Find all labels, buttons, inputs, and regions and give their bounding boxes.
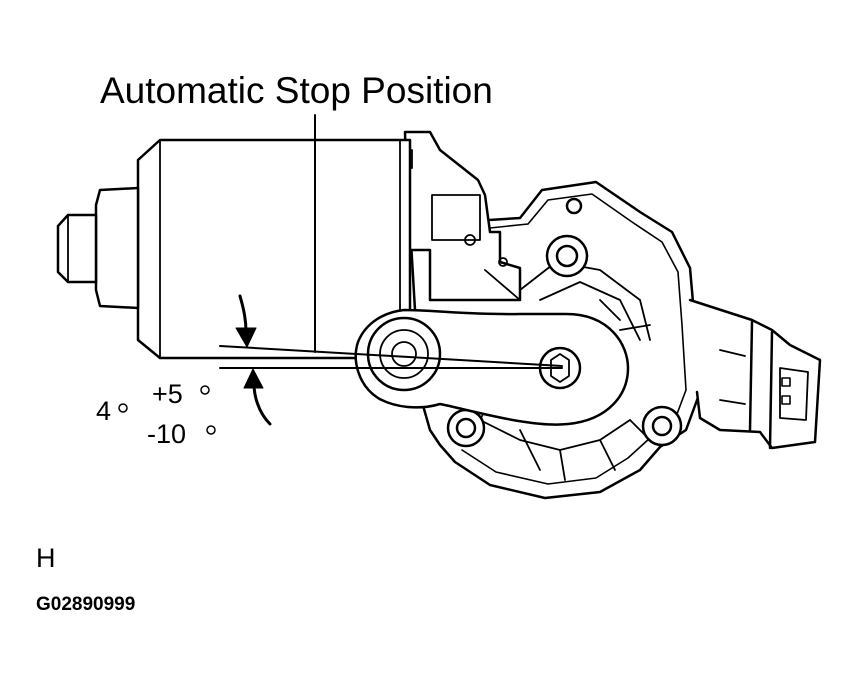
mounting-boss bbox=[545, 197, 589, 278]
stop-angle-plus-tolerance: +5 bbox=[152, 379, 183, 409]
view-letter: H bbox=[36, 543, 56, 573]
motor-end-cap bbox=[56, 186, 140, 310]
degree-circle-icon bbox=[206, 425, 216, 435]
diagram-title: Automatic Stop Position bbox=[100, 70, 493, 111]
mounting-boss-lower bbox=[446, 405, 683, 448]
angle-arrow-down bbox=[235, 294, 257, 348]
electrical-connector bbox=[688, 298, 822, 450]
motor-bracket bbox=[378, 130, 522, 302]
degree-circle-icon bbox=[118, 403, 128, 413]
figure-code: G02890999 bbox=[36, 594, 136, 615]
angle-arrow-up bbox=[243, 368, 272, 426]
stop-angle-minus-tolerance: -10 bbox=[147, 419, 187, 449]
degree-circle-icon bbox=[200, 385, 210, 395]
motor-body bbox=[136, 138, 412, 360]
gear-housing-inner-rim bbox=[461, 193, 687, 485]
gear-housing-ribs bbox=[479, 261, 651, 481]
stop-angle-nominal: 4 bbox=[96, 396, 112, 426]
stop-angle-line-upper bbox=[219, 345, 563, 367]
